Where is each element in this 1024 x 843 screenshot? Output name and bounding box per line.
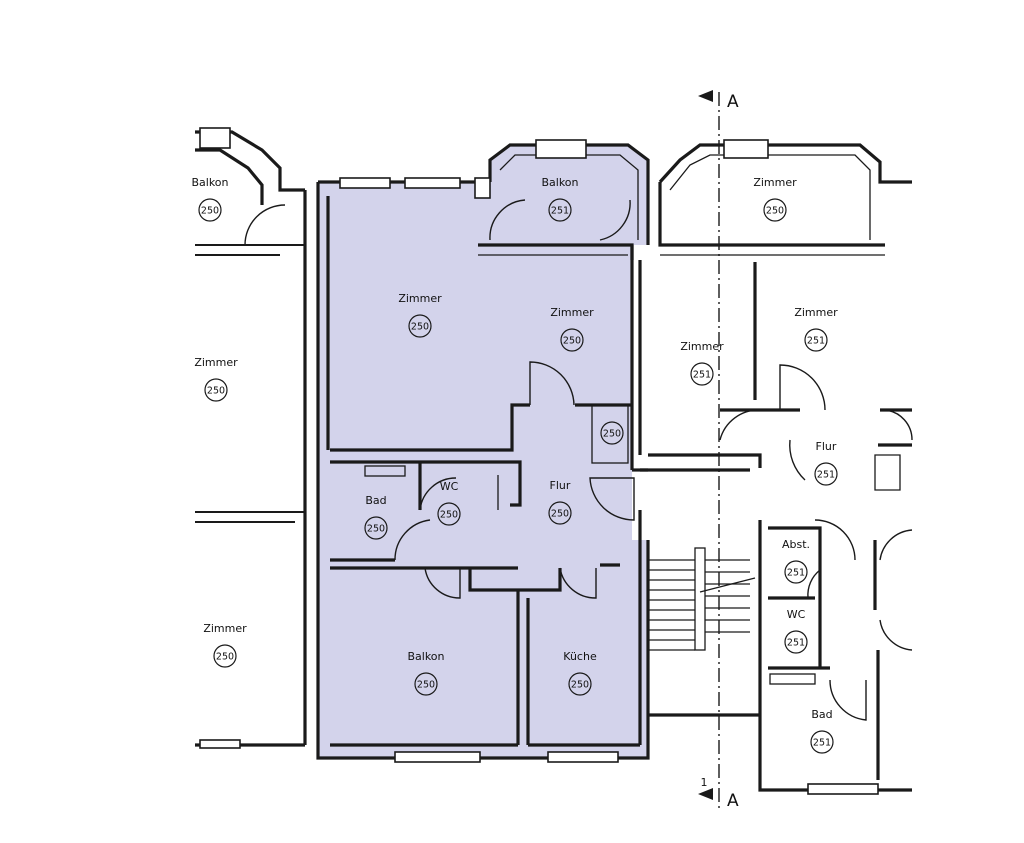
room-name: Zimmer [203,622,247,635]
room-number-circle [814,462,838,486]
room-number-circle [690,362,714,386]
room-number-circle [763,198,787,222]
room-number: 250 [216,652,234,663]
room-number: 250 [201,206,219,217]
room-number-circle [568,672,592,696]
room-name: Bad [811,708,832,721]
room-name: Flur [816,440,837,453]
room-number: 251 [817,470,835,481]
room-number: 250 [766,206,784,217]
room-number-circle [784,630,808,654]
room-number-circle [548,501,572,525]
room-number-circle [804,328,828,352]
room-name: Zimmer [680,340,724,353]
room-name: Zimmer [194,356,238,369]
room-name: Zimmer [550,306,594,319]
room-number: 251 [787,568,805,579]
room-number: 250 [603,429,621,440]
room-number: 251 [551,206,569,217]
room-number: 250 [551,509,569,520]
section-label-bottom: A [727,791,739,811]
unit-walls [316,139,650,763]
room-name: Zimmer [753,176,797,189]
room-number: 250 [411,322,429,333]
room-name: WC [787,608,806,621]
room-name: Zimmer [398,292,442,305]
room-number: 250 [563,336,581,347]
room-name: WC [440,480,459,493]
section-number: 1 [701,776,708,789]
room-number-circle [204,378,228,402]
room-name: Küche [563,650,597,663]
room-number-circle [364,516,388,540]
room-number-circle [810,730,834,754]
room-number: 250 [417,680,435,691]
room-number: 251 [807,336,825,347]
room-name: Balkon [407,650,444,663]
room-number-circle [213,644,237,668]
room-number: 250 [571,680,589,691]
room-name: Balkon [191,176,228,189]
room-number-circle [560,328,584,352]
room-number: 250 [367,524,385,535]
room-name: Bad [365,494,386,507]
room-name: Abst. [782,538,810,551]
room-name: Flur [550,479,571,492]
room-number: 251 [813,738,831,749]
room-number: 251 [693,370,711,381]
room-number: 250 [440,510,458,521]
room-number-circle [548,198,572,222]
room-number-circle [414,672,438,696]
section-line: A A 1 [698,90,739,811]
left-neighbour [195,127,307,749]
room-number-circle [198,198,222,222]
room-number-circle [408,314,432,338]
stair-core [640,453,762,717]
room-name: Zimmer [794,306,838,319]
section-label-top: A [727,92,739,112]
section-arrow-top-icon [698,90,713,102]
room-number: 250 [207,386,225,397]
room-name: Balkon [541,176,578,189]
section-arrow-bottom-icon [698,788,713,800]
room-labels: Balkon250Balkon251Zimmer250Zimmer250Zimm… [191,176,838,754]
right-neighbour [638,139,913,795]
room-number: 251 [787,638,805,649]
room-number-circle [784,560,808,584]
room-number-circle [437,502,461,526]
room-number-circle [600,421,624,445]
